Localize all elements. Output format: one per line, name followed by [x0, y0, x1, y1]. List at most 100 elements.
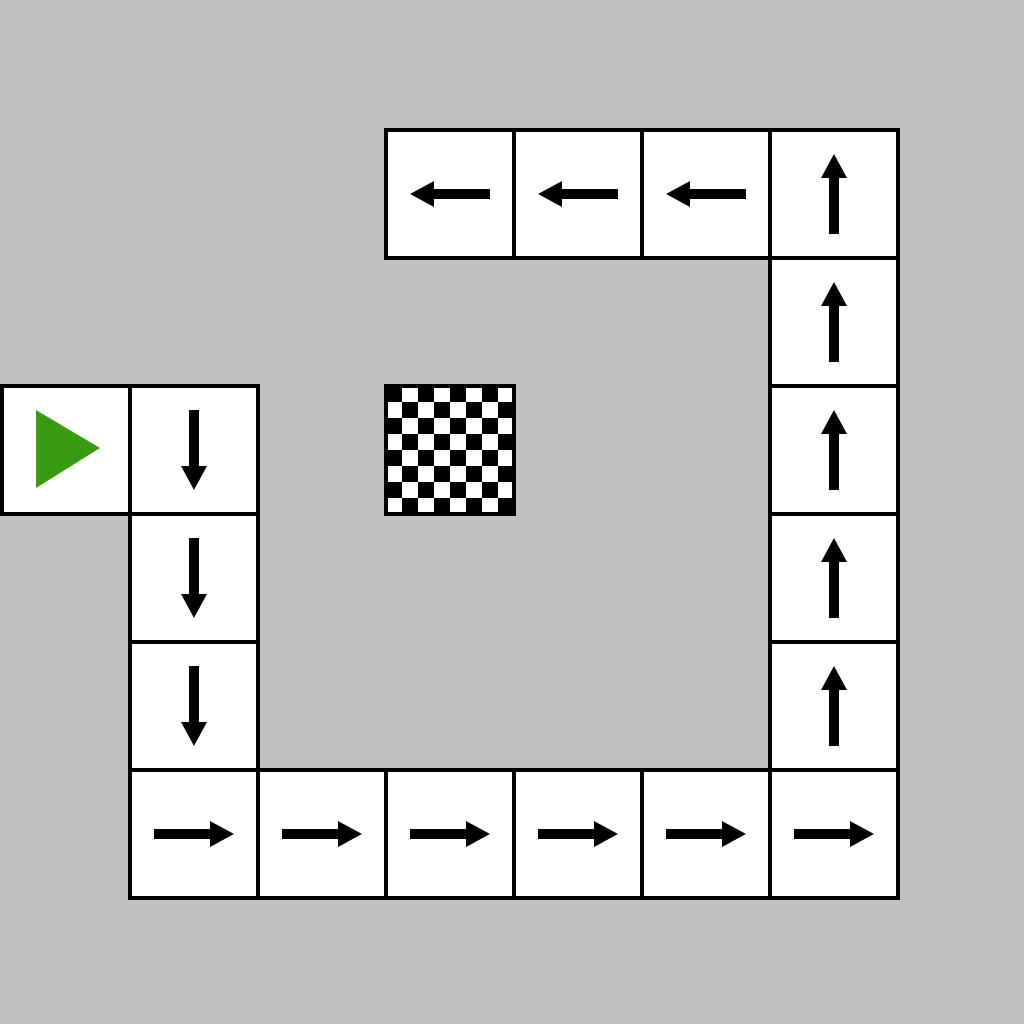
- arrow-right-icon: [794, 821, 874, 847]
- goal-checker-square: [434, 498, 450, 514]
- goal-checker-square: [482, 386, 498, 402]
- arrow-shaft: [154, 829, 212, 839]
- arrow-shaft: [189, 666, 199, 724]
- goal-checker-square: [450, 482, 466, 498]
- arrow-up-icon: [821, 282, 847, 362]
- arrow-head: [821, 154, 847, 178]
- path-cells: [128, 128, 900, 900]
- arrow-down-icon: [181, 410, 207, 490]
- arrow-right-icon: [282, 821, 362, 847]
- arrow-head: [821, 538, 847, 562]
- goal-checker-square: [466, 466, 482, 482]
- arrow-shaft: [829, 688, 839, 746]
- arrow-shaft: [282, 829, 340, 839]
- goal-checker-square: [482, 482, 498, 498]
- goal-checker-square: [434, 434, 450, 450]
- path-cell: [768, 512, 900, 644]
- goal-checker-square: [402, 498, 418, 514]
- goal-checker-square: [402, 402, 418, 418]
- path-cell: [128, 384, 260, 516]
- arrow-shaft: [794, 829, 852, 839]
- goal-checker-square: [418, 450, 434, 466]
- arrow-head: [210, 821, 234, 847]
- arrow-up-icon: [821, 538, 847, 618]
- path-cell: [768, 128, 900, 260]
- path-cell: [256, 768, 388, 900]
- arrow-up-icon: [821, 154, 847, 234]
- arrow-head: [466, 821, 490, 847]
- arrow-head: [181, 722, 207, 746]
- arrow-down-icon: [181, 666, 207, 746]
- start-layer: [0, 384, 132, 516]
- path-cell: [128, 640, 260, 772]
- play-triangle-icon: [36, 410, 100, 488]
- arrow-shaft: [560, 189, 618, 199]
- path-cell: [640, 768, 772, 900]
- arrow-shaft: [829, 560, 839, 618]
- goal-checker-square: [418, 418, 434, 434]
- arrow-head: [410, 181, 434, 207]
- path-cell: [768, 256, 900, 388]
- goal-checker-square: [450, 450, 466, 466]
- goal-checker-square: [386, 450, 402, 466]
- goal-checker-square: [498, 402, 514, 418]
- arrow-shaft: [829, 432, 839, 490]
- goal-checker-square: [450, 386, 466, 402]
- arrow-left-icon: [410, 181, 490, 207]
- arrow-right-icon: [410, 821, 490, 847]
- arrow-shaft: [538, 829, 596, 839]
- arrow-shaft: [432, 189, 490, 199]
- goal-checker-square: [386, 418, 402, 434]
- arrow-head: [722, 821, 746, 847]
- arrow-shaft: [410, 829, 468, 839]
- arrow-right-icon: [154, 821, 234, 847]
- goal-checker-square: [386, 482, 402, 498]
- arrow-head: [181, 594, 207, 618]
- goal-checker-square: [466, 434, 482, 450]
- goal-checker-square: [418, 482, 434, 498]
- path-cell-background: [512, 768, 644, 900]
- arrow-up-icon: [821, 410, 847, 490]
- path-cell: [128, 768, 260, 900]
- arrow-head: [538, 181, 562, 207]
- path-cell: [384, 768, 516, 900]
- path-cell: [384, 128, 516, 260]
- arrow-down-icon: [181, 538, 207, 618]
- arrow-shaft: [829, 304, 839, 362]
- goal-checker-square: [434, 466, 450, 482]
- arrow-head: [821, 410, 847, 434]
- arrow-head: [594, 821, 618, 847]
- arrow-head: [821, 282, 847, 306]
- goal-checker-square: [434, 402, 450, 418]
- goal-checker-square: [482, 418, 498, 434]
- arrow-head: [666, 181, 690, 207]
- goal-checker-square: [418, 386, 434, 402]
- arrow-head: [338, 821, 362, 847]
- arrow-head: [181, 466, 207, 490]
- arrow-head: [850, 821, 874, 847]
- arrow-up-icon: [821, 666, 847, 746]
- path-cell: [768, 768, 900, 900]
- arrow-left-icon: [666, 181, 746, 207]
- goal-checker-square: [450, 418, 466, 434]
- goal-checker-square: [498, 466, 514, 482]
- path-cell: [512, 128, 644, 260]
- arrow-head: [821, 666, 847, 690]
- goal-checker-square: [402, 466, 418, 482]
- goal-border: [384, 384, 516, 516]
- path-cell: [768, 640, 900, 772]
- arrow-right-icon: [538, 821, 618, 847]
- arrow-left-icon: [538, 181, 618, 207]
- path-cell: [512, 768, 644, 900]
- goal-checker-square: [466, 498, 482, 514]
- start-cell: [0, 384, 132, 516]
- goal-checker-square: [482, 450, 498, 466]
- arrow-shaft: [189, 538, 199, 596]
- goal-checker-square: [402, 434, 418, 450]
- arrow-right-icon: [666, 821, 746, 847]
- goal-layer: [384, 384, 516, 516]
- goal-checker-square: [466, 402, 482, 418]
- goal-checker-square: [498, 434, 514, 450]
- path-cell: [128, 512, 260, 644]
